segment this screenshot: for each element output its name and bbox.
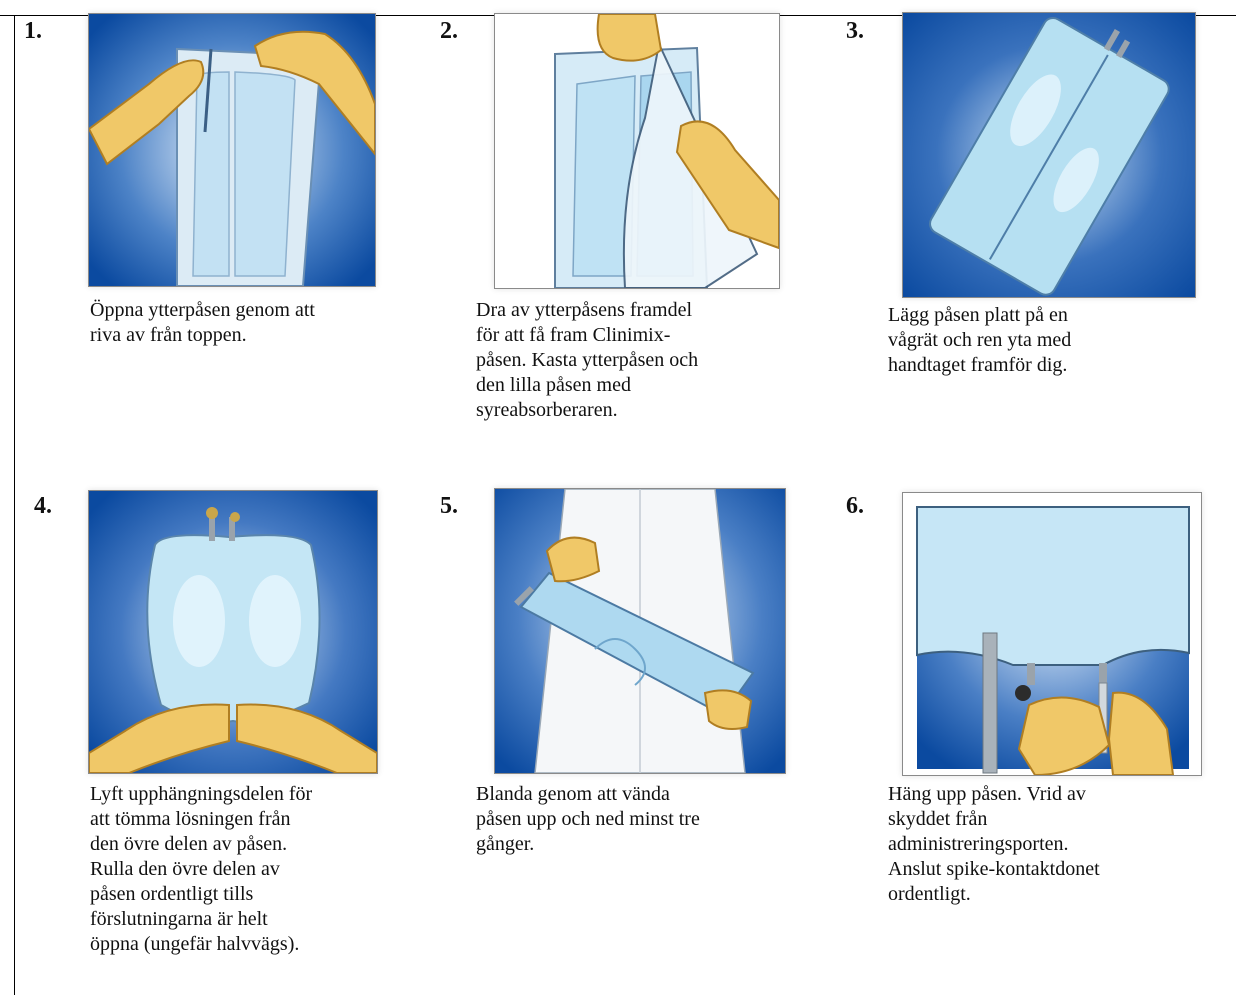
- mix-bag-icon: [494, 488, 786, 774]
- step-number: 4.: [34, 493, 52, 520]
- page-left-rule: [14, 15, 15, 995]
- step-caption: Dra av ytterpåsens framdel för att få fr…: [476, 298, 698, 423]
- step-number: 2.: [440, 18, 458, 45]
- step-caption: Lägg påsen platt på en vågrät och ren yt…: [888, 303, 1071, 378]
- step-number: 5.: [440, 493, 458, 520]
- step-caption: Lyft upphängningsdelen för att tömma lös…: [90, 782, 312, 957]
- step-caption: Blanda genom att vända påsen upp och ned…: [476, 782, 700, 857]
- bag-flat-icon: [902, 12, 1196, 298]
- tear-outer-bag-icon: [88, 13, 376, 287]
- step-number: 6.: [846, 493, 864, 520]
- step-caption: Öppna ytterpåsen genom att riva av från …: [90, 298, 315, 348]
- step-caption: Häng upp påsen. Vrid av skyddet från adm…: [888, 782, 1100, 907]
- peel-outer-bag-icon: [494, 13, 780, 289]
- roll-bag-icon: [88, 490, 378, 774]
- hang-bag-spike-icon: [902, 492, 1202, 776]
- step-number: 1.: [24, 18, 42, 45]
- step-number: 3.: [846, 18, 864, 45]
